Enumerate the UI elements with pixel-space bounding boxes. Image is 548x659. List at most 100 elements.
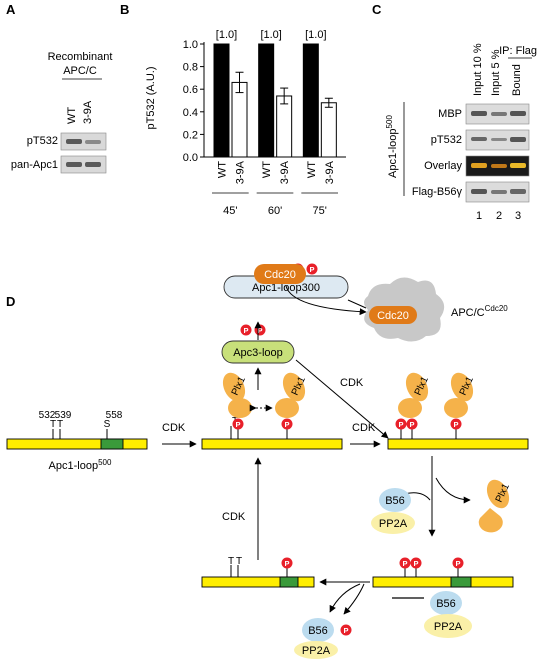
y-tick-label: 0.0 bbox=[183, 152, 198, 164]
band bbox=[471, 137, 487, 141]
band bbox=[510, 189, 526, 194]
y-tick-label: 0.2 bbox=[183, 129, 198, 141]
band bbox=[471, 163, 487, 168]
bar bbox=[276, 95, 293, 158]
panel-b: B pT532 (A.U.) 0.00.20.40.60.81.0[1.0]WT… bbox=[120, 2, 346, 217]
band bbox=[510, 111, 526, 116]
panel-a-row-pt532: pT532 bbox=[27, 135, 58, 147]
apcc-label: APC/CCdc20 bbox=[451, 304, 508, 319]
apc1-loop500-bar-bottom-right bbox=[372, 576, 514, 588]
panel-d-letter: D bbox=[6, 294, 15, 309]
plx1-kinase-3: Plx1 bbox=[398, 372, 431, 418]
plx1-pbd bbox=[228, 398, 252, 418]
blot-a-panapc1 bbox=[60, 155, 107, 174]
band bbox=[491, 112, 507, 116]
y-tick-label: 0.4 bbox=[183, 107, 198, 119]
blot-a-pt532 bbox=[60, 132, 107, 151]
cdk-label-diagonal: CDK bbox=[340, 377, 364, 389]
cdk-label-up: CDK bbox=[222, 511, 246, 523]
plx1-pbd bbox=[478, 508, 503, 533]
panel-a: A Recombinant APC/C WT 3-9A pT532 pan-Ap… bbox=[6, 2, 113, 174]
bar bbox=[320, 102, 337, 158]
plx1-kinase-domain bbox=[222, 372, 246, 402]
b56-label-1: B56 bbox=[385, 495, 405, 507]
site-t-539: T bbox=[57, 419, 63, 430]
panel-c: C IP: Flag Input 10 % Input 5 % Bound Ap… bbox=[372, 2, 537, 222]
panel-c-lane-1: 1 bbox=[476, 210, 482, 222]
band bbox=[491, 164, 507, 168]
band bbox=[510, 163, 526, 168]
panel-c-row-mbp: MBP bbox=[438, 108, 462, 120]
apc1-loop300-label: Apc1-loop300 bbox=[252, 282, 320, 294]
cdc20-node-bound bbox=[369, 306, 417, 324]
site-t-532: T bbox=[50, 419, 56, 430]
phospho-label: P bbox=[235, 420, 240, 429]
panel-a-lane-39a: 3-9A bbox=[82, 100, 94, 124]
pp2a-node-1 bbox=[371, 512, 415, 534]
y-tick-label: 0.8 bbox=[183, 62, 198, 74]
group-label: 60' bbox=[268, 205, 282, 217]
site-s-558: S bbox=[104, 419, 111, 430]
plx1-kinase-domain bbox=[450, 372, 474, 402]
cdc20-label-bound: Cdc20 bbox=[377, 310, 409, 322]
plx1-kinase-4: Plx1 bbox=[444, 372, 476, 418]
band bbox=[85, 162, 101, 167]
panel-b-letter: B bbox=[120, 2, 129, 17]
apc1-loop500-bar-middle bbox=[201, 438, 343, 450]
phospho-label: P bbox=[398, 420, 403, 429]
phospho-circle bbox=[306, 263, 318, 275]
b56-node-2 bbox=[430, 591, 462, 615]
panel-c-side-label: Apc1-loop500 bbox=[385, 115, 399, 178]
x-category-label: 3-9A bbox=[279, 160, 291, 184]
site-t-bottom-1: T bbox=[228, 556, 234, 567]
panel-d: D P P Apc1-loop300 Cdc20 Cdc20 APC/CCdc2… bbox=[6, 263, 529, 659]
ref-label: [1.0] bbox=[260, 29, 281, 41]
phospho-label: P bbox=[284, 420, 289, 429]
x-category-label: 3-9A bbox=[324, 160, 336, 184]
band bbox=[510, 137, 526, 142]
b56-node-3 bbox=[302, 618, 334, 642]
panel-a-lane-wt: WT bbox=[66, 107, 78, 124]
panel-c-row-pt532: pT532 bbox=[431, 134, 462, 146]
arrow-release-1 bbox=[329, 583, 361, 613]
pp2a-label-3: PP2A bbox=[302, 645, 331, 657]
plx1-kinase-1: Plx1 bbox=[222, 372, 252, 418]
bar bbox=[258, 43, 275, 158]
bar bbox=[231, 81, 248, 158]
group-label: 75' bbox=[312, 205, 326, 217]
panel-c-lane-3: 3 bbox=[515, 210, 521, 222]
plx1-kinase-released: Plx1 bbox=[478, 479, 512, 533]
phospho-label: P bbox=[409, 420, 414, 429]
panel-c-ip-label: IP: Flag bbox=[499, 45, 537, 57]
phospho-label: P bbox=[413, 559, 418, 568]
plx1-pbd bbox=[275, 398, 299, 418]
ref-label: [1.0] bbox=[305, 29, 326, 41]
apc3-loop-node bbox=[221, 340, 295, 364]
phospho-label: P bbox=[343, 626, 348, 635]
phospho-circle bbox=[452, 557, 464, 569]
phospho-circle bbox=[281, 418, 293, 430]
plx1-kinase-domain bbox=[405, 372, 429, 402]
panel-c-letter: C bbox=[372, 2, 382, 17]
panel-a-title-line1: Recombinant bbox=[48, 51, 113, 63]
arrow-cdc20-to-apcc bbox=[285, 285, 367, 316]
apc1-loop500-bar-right bbox=[387, 438, 529, 450]
x-category-label: 3-9A bbox=[235, 160, 247, 184]
arrow-cdk-diagonal bbox=[295, 359, 389, 439]
plx1-pbd bbox=[398, 398, 422, 418]
phospho-label: P bbox=[243, 326, 248, 335]
pp2a-label-2: PP2A bbox=[434, 621, 463, 633]
arrow-release-2 bbox=[343, 583, 365, 615]
phospho-circle bbox=[406, 418, 418, 430]
apc1-loop500-bar-bottom-left bbox=[201, 576, 315, 588]
panel-c-col-bound: Bound bbox=[511, 64, 523, 96]
phospho-circle bbox=[410, 557, 422, 569]
pp2a-node-2 bbox=[424, 614, 472, 638]
cdk-label-2: CDK bbox=[352, 422, 376, 434]
plx1-pbd bbox=[444, 398, 468, 418]
plx1-kinase-2: Plx1 bbox=[275, 372, 308, 418]
apc3-loop-label: Apc3-loop bbox=[233, 347, 283, 359]
panel-c-col-input10: Input 10 % bbox=[472, 43, 484, 96]
plx1-kinase-domain bbox=[282, 372, 306, 402]
